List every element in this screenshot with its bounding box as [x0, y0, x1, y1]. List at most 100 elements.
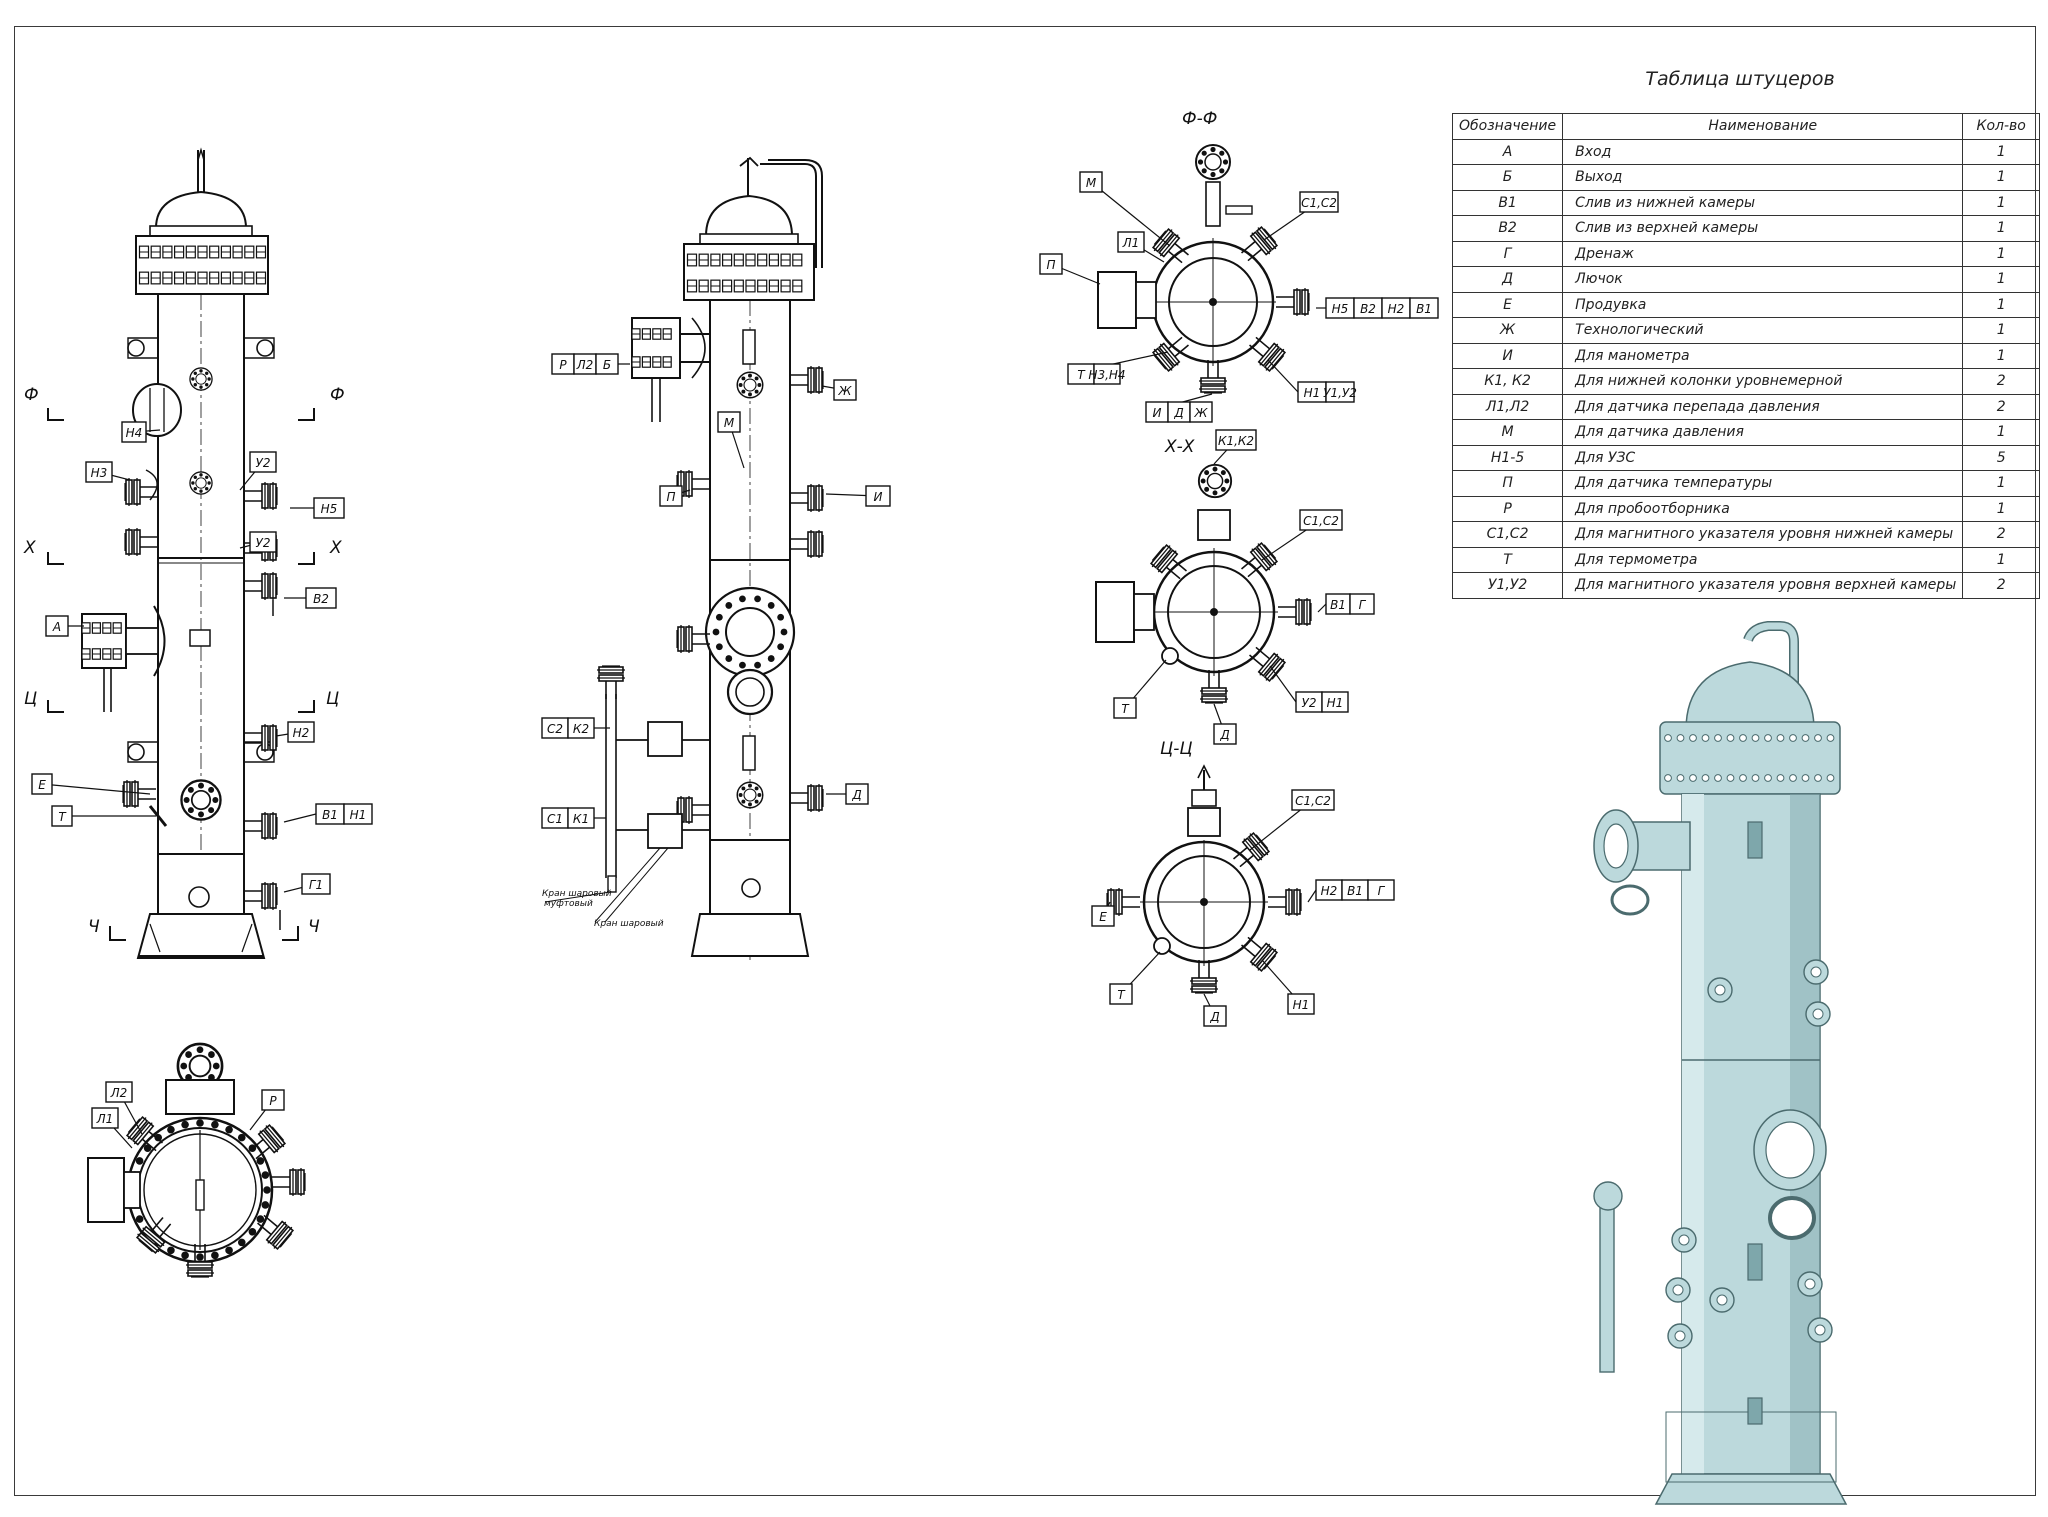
cut-mark-c-left: Ц: [24, 689, 37, 709]
front-view: [81, 147, 281, 959]
bolt-row: [138, 245, 267, 285]
leader-tag: С1,С2: [1261, 509, 1343, 561]
tag-label: Н3: [91, 466, 108, 480]
nozzle-qty: 1: [1962, 470, 2040, 497]
leader-tag: С1: [541, 807, 569, 829]
tag-label: У2: [1302, 696, 1317, 710]
tag-label: Г1: [309, 878, 323, 892]
leader-tag: Н1: [1297, 381, 1327, 403]
nozzle-name: Выход: [1562, 164, 1964, 191]
leader-tag: Ж: [821, 379, 857, 401]
nozzle-designation: К1, К2: [1451, 368, 1564, 395]
nozzle-designation: Л1,Л2: [1451, 393, 1564, 420]
tag-label: И: [874, 490, 883, 504]
leader-tag: К2: [567, 717, 595, 739]
leader-tag: Н3,Н4: [1088, 363, 1126, 385]
nozzle-designation: У1,У2: [1451, 572, 1564, 599]
section-cut-marks: [47, 408, 315, 941]
tag-label: Г: [1359, 598, 1367, 612]
tag-label: Б: [603, 358, 611, 372]
nozzle-qty: 2: [1962, 572, 2040, 599]
tag-label: С1,С2: [1301, 196, 1337, 210]
nozzle-designation: П: [1451, 470, 1564, 497]
leader-tag: Л2: [105, 1081, 143, 1135]
leader-tag: С1,С2: [1249, 789, 1335, 851]
tag-label: К1,К2: [1218, 434, 1254, 448]
leader-tag: Т: [1113, 659, 1167, 719]
tag-label: Л1: [1122, 236, 1140, 250]
tag-label: У2: [256, 536, 271, 550]
tag-label: Н2: [1321, 884, 1338, 898]
tag-label: Г: [1378, 884, 1386, 898]
leader-tag: У1,У2: [1323, 381, 1357, 403]
leader-tag: Б: [595, 353, 619, 375]
section-cc: [1106, 764, 1302, 994]
nozzle-qty: 1: [1962, 291, 2040, 318]
leader-tag: С2: [541, 717, 569, 739]
nozzle-qty: 1: [1962, 495, 2040, 522]
cut-mark-c-right: Ц: [326, 689, 339, 709]
tag-label: В2: [313, 592, 329, 606]
nozzle-qty: 1: [1962, 189, 2040, 216]
tag-label: Д: [851, 788, 861, 802]
leader-tag: Л1: [1117, 231, 1165, 263]
tag-label: Н1: [350, 808, 367, 822]
nozzle-name: Слив из нижней камеры: [1562, 189, 1964, 216]
leader-tag: У2: [1295, 691, 1323, 713]
nozzle-name: Для магнитного указателя уровня верхней …: [1562, 572, 1964, 599]
tag-label: С1,С2: [1295, 794, 1331, 808]
tag-label: Д: [1209, 1010, 1219, 1024]
tag-label: Т: [58, 810, 67, 824]
section-ff: [1097, 144, 1310, 394]
tag-label: П: [666, 490, 675, 504]
tag-label: Л2: [576, 358, 594, 372]
leader-tag: П: [1039, 253, 1101, 285]
tag-label: В1: [1330, 598, 1346, 612]
leader-tag: В1: [315, 803, 345, 825]
tag-label: Н1: [1293, 998, 1310, 1012]
cut-mark-x-right: Х: [329, 538, 342, 558]
leader-tag: И: [1145, 401, 1169, 423]
tag-label: Т: [1117, 988, 1126, 1002]
tag-label: Н3,Н4: [1088, 368, 1125, 382]
tag-label: А: [52, 620, 61, 634]
leader-tag: Р: [551, 353, 575, 375]
top-view: [87, 1042, 306, 1278]
bolt-row: [631, 328, 672, 368]
tag-label: У2: [256, 456, 271, 470]
tag-label: Н1: [1304, 386, 1321, 400]
tag-label: Л2: [110, 1086, 128, 1100]
leader-tag: Г: [1349, 593, 1375, 615]
leader-tag: Н4: [121, 421, 161, 443]
side-view: [544, 156, 824, 960]
leader-tag: В2: [284, 587, 337, 609]
sheet-frame: [14, 26, 2036, 1496]
tag-label: Т: [1121, 702, 1130, 716]
leader-tag: Н2: [1381, 297, 1411, 319]
leader-tag: Д: [1167, 401, 1191, 423]
leader-tag: Н1: [1321, 691, 1349, 713]
tag-label: С1,С2: [1303, 514, 1339, 528]
nozzle-qty: 1: [1962, 342, 2040, 369]
nozzle-table-header: Обозначение Наименование Кол-во: [1451, 113, 2040, 140]
leader-tag: В2: [1353, 297, 1383, 319]
nozzle-qty: 1: [1962, 546, 2040, 573]
tag-label: К1: [573, 812, 589, 826]
tag-label: Е: [1099, 910, 1107, 924]
tag-label: Т: [1077, 368, 1086, 382]
tag-label: В1: [322, 808, 338, 822]
tag-label: Ж: [838, 384, 853, 398]
valve-note-1a: Кран шаровый: [542, 889, 612, 899]
nozzle-designation: Е: [1451, 291, 1564, 318]
nozzle-designation: В1: [1451, 189, 1564, 216]
